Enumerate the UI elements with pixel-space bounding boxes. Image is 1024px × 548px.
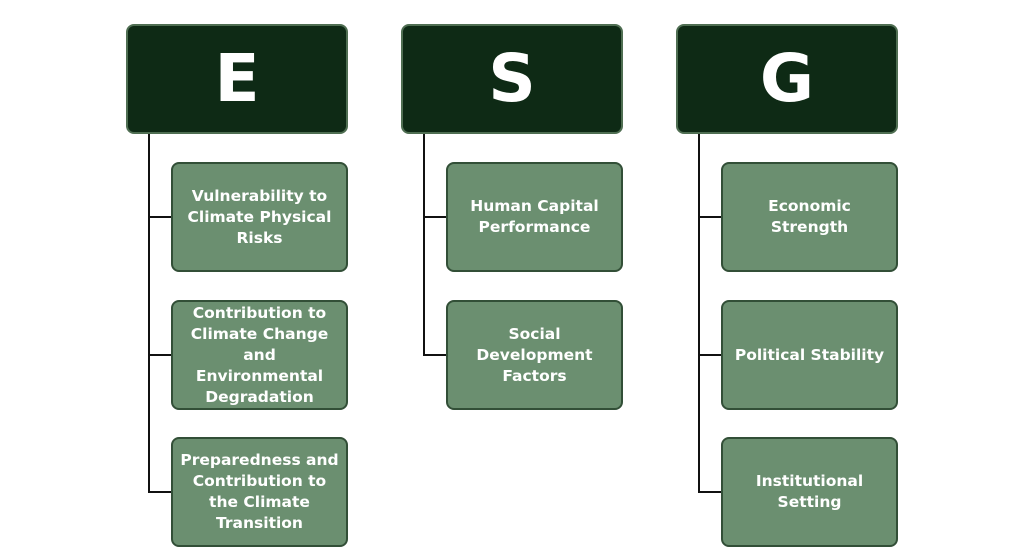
item-label: Political Stability bbox=[734, 345, 885, 364]
item-box: Human Capital Performance bbox=[446, 162, 623, 272]
item-box: Preparedness and Contribution to the Cli… bbox=[171, 437, 348, 547]
column-g: G Economic Strength Political Stability … bbox=[676, 0, 908, 548]
item-label: Institutional Setting bbox=[755, 472, 864, 511]
column-e: E Vulnerability to Climate Physical Risk… bbox=[126, 0, 358, 548]
item-label: Preparedness and Contribution to the Cli… bbox=[180, 451, 339, 532]
item-box: Institutional Setting bbox=[721, 437, 898, 547]
connector-branch bbox=[698, 491, 722, 493]
item-box: Contribution to Climate Change and Envir… bbox=[171, 300, 348, 410]
item-label: Social Development Factors bbox=[476, 324, 593, 385]
connector-branch bbox=[148, 354, 172, 356]
header-e: E bbox=[126, 24, 348, 134]
item-label: Vulnerability to Climate Physical Risks bbox=[187, 186, 332, 247]
connector-branch bbox=[698, 354, 722, 356]
connector-branch bbox=[698, 216, 722, 218]
connector-branch bbox=[148, 216, 172, 218]
item-box: Vulnerability to Climate Physical Risks bbox=[171, 162, 348, 272]
item-label: Human Capital Performance bbox=[470, 197, 599, 236]
connector-trunk-g bbox=[698, 134, 700, 492]
item-label: Contribution to Climate Change and Envir… bbox=[190, 303, 329, 406]
item-box: Economic Strength bbox=[721, 162, 898, 272]
column-s: S Human Capital Performance Social Devel… bbox=[401, 0, 633, 548]
header-g: G bbox=[676, 24, 898, 134]
item-label: Economic Strength bbox=[768, 197, 851, 236]
connector-trunk-e bbox=[148, 134, 150, 492]
connector-branch bbox=[148, 491, 172, 493]
connector-trunk-s bbox=[423, 134, 425, 355]
item-box: Social Development Factors bbox=[446, 300, 623, 410]
item-box: Political Stability bbox=[721, 300, 898, 410]
connector-branch bbox=[423, 354, 447, 356]
connector-branch bbox=[423, 216, 447, 218]
header-s: S bbox=[401, 24, 623, 134]
